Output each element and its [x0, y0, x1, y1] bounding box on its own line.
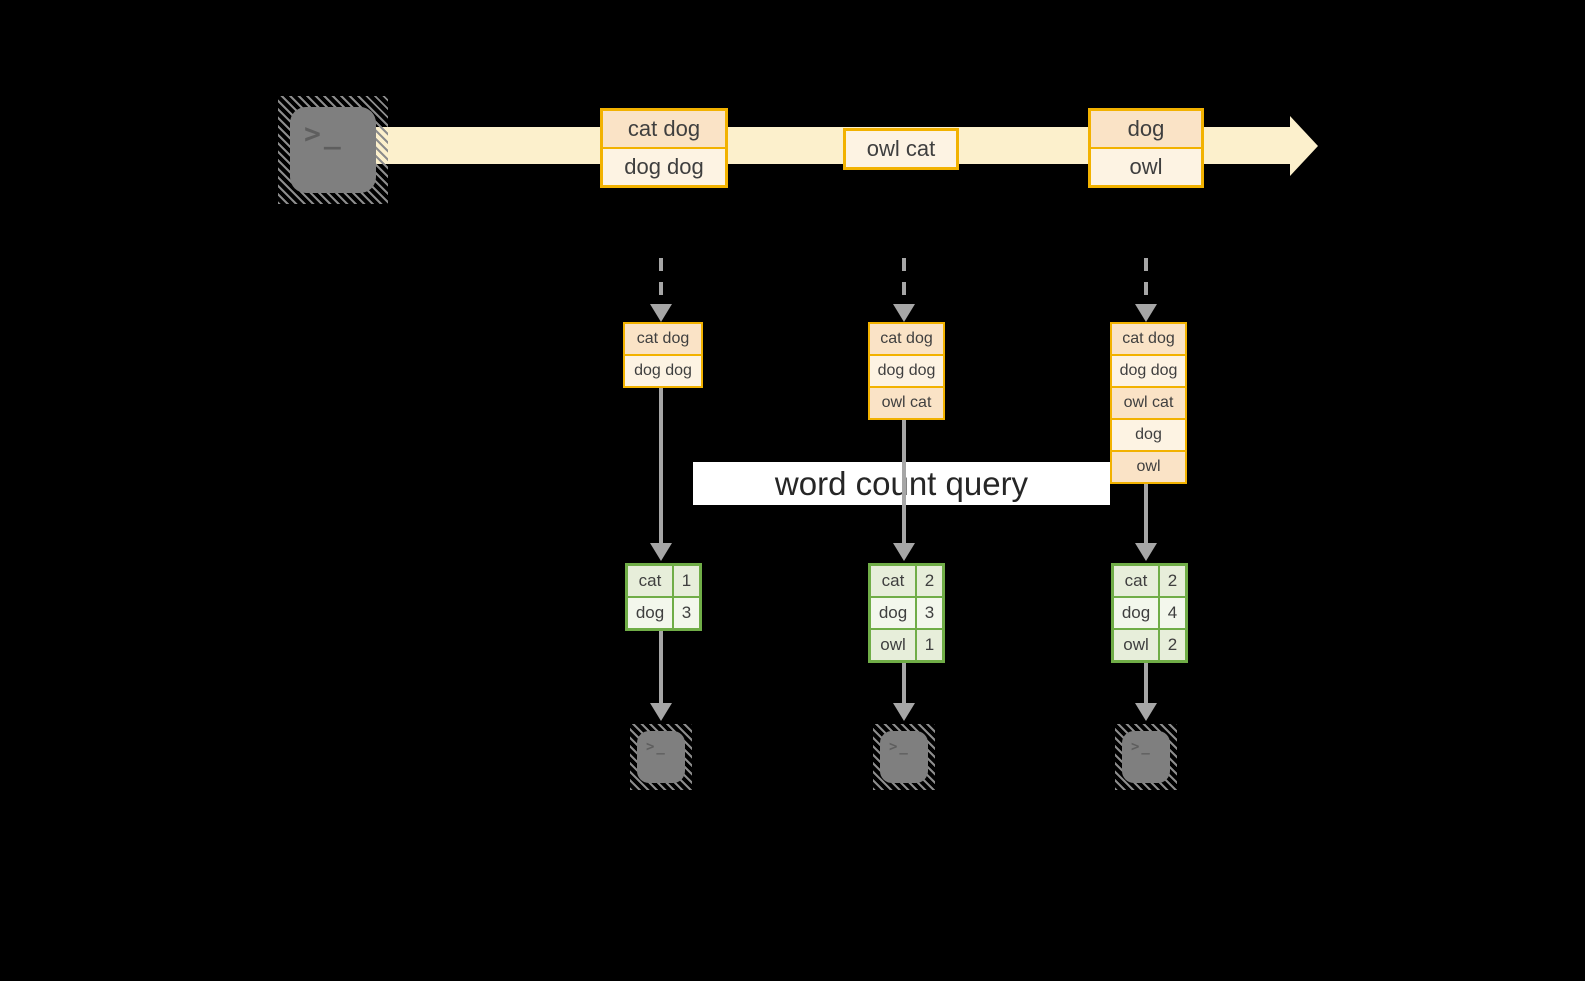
micro-batch-2: cat dog dog dog owl cat: [868, 322, 945, 420]
table-row: dog 3: [628, 598, 699, 628]
sink-terminal-icon: >_: [630, 724, 692, 790]
word-cell: cat: [628, 566, 672, 596]
input-stream-arrowhead-icon: [1290, 116, 1318, 176]
stream-line: dog: [1091, 111, 1201, 147]
count-cell: 3: [917, 598, 942, 628]
batch-line: owl cat: [1112, 388, 1185, 418]
dashed-arrow-line: [1144, 258, 1148, 304]
table-row: cat 1: [628, 566, 699, 596]
arrow-line: [902, 420, 906, 545]
terminal-screen: >_: [880, 731, 928, 783]
count-cell: 1: [674, 566, 699, 596]
stream-line: owl: [1091, 149, 1201, 185]
count-cell: 2: [1160, 630, 1185, 660]
count-cell: 3: [674, 598, 699, 628]
table-row: owl 1: [871, 630, 942, 660]
count-cell: 2: [1160, 566, 1185, 596]
sink-terminal-icon: >_: [873, 724, 935, 790]
count-cell: 4: [1160, 598, 1185, 628]
word-cell: dog: [1114, 598, 1158, 628]
word-cell: owl: [871, 630, 915, 660]
batch-line: dog: [1112, 420, 1185, 450]
arrow-line: [659, 630, 663, 703]
result-table-3: cat 2 dog 4 owl 2: [1111, 563, 1188, 663]
dashed-arrow-head-icon: [1135, 304, 1157, 322]
batch-line: owl: [1112, 452, 1185, 482]
arrow-line: [1144, 662, 1148, 703]
micro-batch-3: cat dog dog dog owl cat dog owl: [1110, 322, 1187, 484]
result-table-1: cat 1 dog 3: [625, 563, 702, 631]
arrow-head-icon: [650, 703, 672, 721]
stream-line: cat dog: [603, 111, 725, 147]
arrow-line: [659, 388, 663, 545]
dashed-arrow-line: [659, 258, 663, 304]
batch-line: owl cat: [870, 388, 943, 418]
batch-line: cat dog: [870, 324, 943, 354]
word-cell: owl: [1114, 630, 1158, 660]
stream-batch-3: dog owl: [1088, 108, 1204, 188]
terminal-prompt-icon: >_: [889, 739, 910, 755]
table-row: dog 4: [1114, 598, 1185, 628]
terminal-screen: >_: [637, 731, 685, 783]
result-table-2: cat 2 dog 3 owl 1: [868, 563, 945, 663]
batch-line: cat dog: [1112, 324, 1185, 354]
word-cell: cat: [1114, 566, 1158, 596]
micro-batch-1: cat dog dog dog: [623, 322, 703, 388]
stream-batch-2: owl cat: [843, 128, 959, 170]
dashed-arrow-head-icon: [893, 304, 915, 322]
arrow-head-icon: [893, 543, 915, 561]
arrow-head-icon: [1135, 543, 1157, 561]
terminal-prompt-icon: >_: [646, 739, 667, 755]
sink-terminal-icon: >_: [1115, 724, 1177, 790]
word-cell: dog: [871, 598, 915, 628]
table-row: cat 2: [871, 566, 942, 596]
dashed-arrow-line: [902, 258, 906, 304]
batch-line: dog dog: [870, 356, 943, 386]
arrow-head-icon: [893, 703, 915, 721]
arrow-line: [1144, 484, 1148, 545]
terminal-screen: >_: [290, 107, 376, 193]
arrow-line: [902, 662, 906, 703]
word-cell: cat: [871, 566, 915, 596]
terminal-screen: >_: [1122, 731, 1170, 783]
batch-line: cat dog: [625, 324, 701, 354]
query-label: word count query: [693, 462, 1110, 505]
terminal-prompt-icon: >_: [1131, 739, 1152, 755]
terminal-prompt-icon: >_: [304, 117, 344, 150]
batch-line: dog dog: [1112, 356, 1185, 386]
table-row: owl 2: [1114, 630, 1185, 660]
stream-line: dog dog: [603, 149, 725, 185]
count-cell: 2: [917, 566, 942, 596]
table-row: cat 2: [1114, 566, 1185, 596]
dashed-arrow-head-icon: [650, 304, 672, 322]
table-row: dog 3: [871, 598, 942, 628]
count-cell: 1: [917, 630, 942, 660]
arrow-head-icon: [1135, 703, 1157, 721]
batch-line: dog dog: [625, 356, 701, 386]
source-terminal-icon: >_: [278, 96, 388, 204]
word-cell: dog: [628, 598, 672, 628]
stream-line: owl cat: [846, 131, 956, 167]
arrow-head-icon: [650, 543, 672, 561]
stream-batch-1: cat dog dog dog: [600, 108, 728, 188]
